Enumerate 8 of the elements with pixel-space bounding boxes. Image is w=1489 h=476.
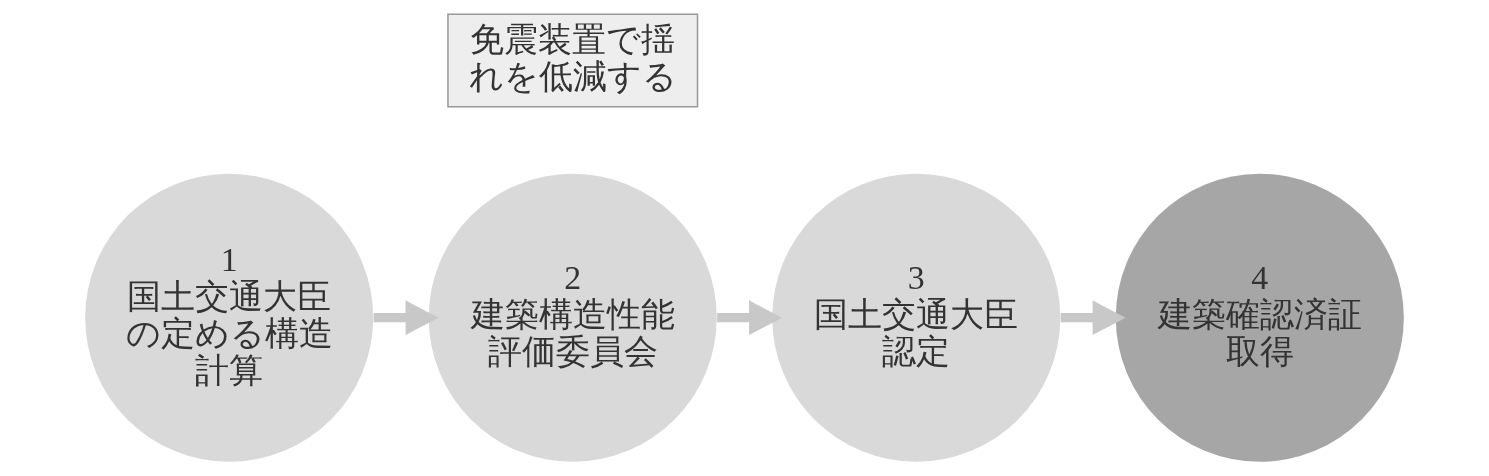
node-circle: 2 建築構造性能評価委員会 [428,173,717,462]
node-circle: 1 国土交通大臣の定める構造計算 [85,173,374,462]
node-circle: 4 建築確認済証取得 [1115,173,1404,462]
arrow [717,300,783,336]
arrow [1060,300,1126,336]
arrow [373,300,439,336]
node-circle: 3 国土交通大臣認定 [772,173,1061,462]
node-box: 免震装置で揺れを低減する [447,13,699,108]
